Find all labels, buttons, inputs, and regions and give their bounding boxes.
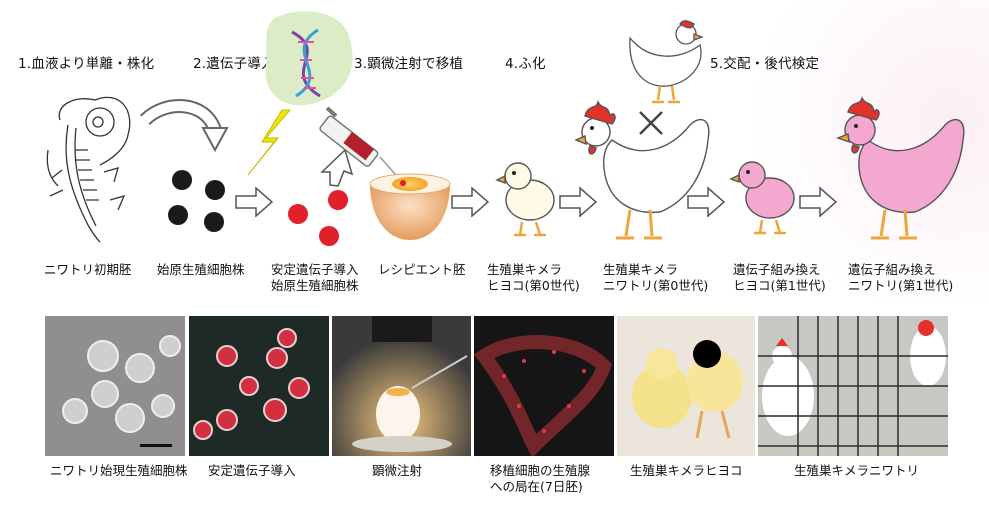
embryo-icon bbox=[46, 96, 131, 243]
step-1-title: 1.血液より単離・株化 bbox=[18, 56, 155, 72]
caption-pgc-line: ニワトリ始現生殖細胞株 bbox=[50, 463, 188, 478]
step-2-title: 2.遺伝子導入 bbox=[193, 56, 275, 72]
caption-gonad-localization: 移植細胞の生殖腺への局在(7日胚) bbox=[490, 463, 591, 494]
caption-chimera-chicken: 生殖巣キメラニワトリ bbox=[794, 463, 920, 478]
dna-icon bbox=[265, 11, 353, 106]
pgc-cells-black bbox=[168, 170, 225, 232]
pgc-cells-red bbox=[288, 190, 348, 246]
pink-chick-icon bbox=[729, 161, 795, 235]
photo-chimera-chicks bbox=[617, 316, 755, 456]
photo-chimera-chickens bbox=[758, 316, 948, 456]
arrow-right-icon bbox=[799, 186, 838, 218]
label-early-embryo: ニワトリ初期胚 bbox=[44, 262, 132, 277]
arrow-right-icon bbox=[687, 186, 726, 218]
rooster-icon bbox=[574, 99, 710, 240]
cross-icon bbox=[639, 111, 663, 135]
pink-rooster-icon bbox=[836, 95, 965, 240]
label-pgc-line: 始原生殖細胞株 bbox=[157, 262, 245, 277]
label-chimera-chicken: 生殖巣キメラニワトリ(第0世代) bbox=[603, 262, 709, 293]
arrow-right-icon bbox=[559, 186, 598, 218]
arrow-right-icon bbox=[235, 186, 274, 218]
photo-gonad-localization bbox=[474, 316, 614, 456]
photo-pgc-microscopy bbox=[45, 316, 185, 456]
step-3-title: 3.顕微注射で移植 bbox=[354, 56, 464, 72]
caption-microinjection: 顕微注射 bbox=[372, 463, 423, 478]
label-gm-chick: 遺伝子組み換えヒヨコ(第1世代) bbox=[733, 262, 826, 293]
caption-chimera-chick: 生殖巣キメラヒヨコ bbox=[630, 463, 743, 478]
photo-transgenic-fluorescence bbox=[189, 316, 329, 456]
arrow-right-icon bbox=[451, 186, 490, 218]
process-illustration bbox=[46, 11, 965, 246]
hen-icon bbox=[629, 20, 704, 104]
egg-icon bbox=[369, 173, 451, 240]
label-chimera-chick: 生殖巣キメラヒヨコ(第0世代) bbox=[487, 262, 580, 293]
label-gm-chicken: 遺伝子組み換えニワトリ(第1世代) bbox=[848, 262, 954, 293]
step-4-title: 4.ふ化 bbox=[505, 56, 546, 72]
photo-microinjection bbox=[332, 316, 471, 456]
lightning-icon bbox=[247, 109, 292, 176]
step-5-title: 5.交配・後代検定 bbox=[710, 56, 820, 72]
arrow-up-icon bbox=[320, 148, 354, 187]
label-recipient-embryo: レシピエント胚 bbox=[378, 262, 466, 277]
chick-icon bbox=[495, 162, 555, 237]
label-transgenic-pgc: 安定遺伝子導入始原生殖細胞株 bbox=[271, 262, 359, 293]
caption-transgenic: 安定遺伝子導入 bbox=[208, 463, 296, 478]
